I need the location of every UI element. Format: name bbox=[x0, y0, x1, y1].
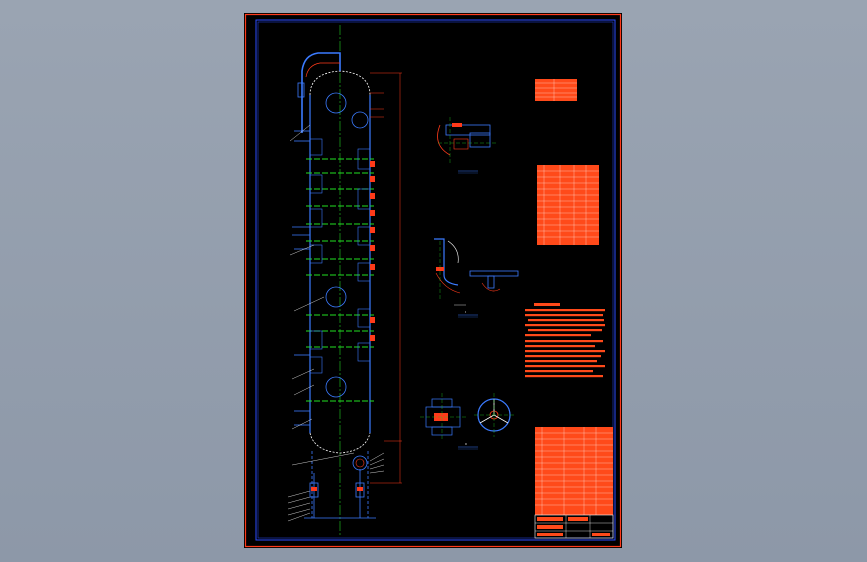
parts-list bbox=[535, 427, 613, 515]
downcomers bbox=[309, 138, 371, 374]
detail-middle bbox=[434, 238, 519, 318]
inner-border-thin bbox=[257, 21, 614, 539]
detail-label-two: II bbox=[465, 442, 467, 446]
bottom-nozzle-ring bbox=[352, 455, 368, 471]
left-nozzles bbox=[292, 130, 310, 426]
bottom-piping bbox=[309, 469, 365, 518]
cad-drawing: I II bbox=[244, 13, 622, 548]
inner-border bbox=[255, 19, 616, 541]
overhead-pipe-inner bbox=[305, 62, 340, 78]
detail-bottom bbox=[420, 393, 514, 450]
detail-top bbox=[437, 117, 496, 174]
manway-middle bbox=[325, 286, 347, 308]
side-nozzles bbox=[370, 161, 375, 341]
overhead-vapor-pipe bbox=[301, 52, 341, 133]
design-data-table bbox=[535, 79, 577, 101]
detail-label-one: I bbox=[465, 310, 466, 314]
drawing-sheet: I II bbox=[244, 13, 622, 548]
manway-top bbox=[325, 92, 347, 114]
manway-lower bbox=[325, 376, 347, 398]
bottom-valves bbox=[311, 487, 363, 491]
dimension-lines bbox=[370, 72, 402, 484]
bottom-head bbox=[309, 432, 371, 454]
pipe-flange bbox=[297, 82, 305, 98]
nozzle-table-grid bbox=[537, 165, 599, 245]
outer-border bbox=[244, 13, 622, 548]
bottom-nozzle-core bbox=[355, 458, 365, 468]
manway-upper bbox=[351, 111, 369, 129]
title-block bbox=[534, 514, 614, 539]
leader-lines bbox=[287, 124, 385, 522]
column-vessel bbox=[287, 25, 402, 536]
technical-notes bbox=[525, 303, 605, 378]
nozzle-table bbox=[537, 165, 599, 245]
